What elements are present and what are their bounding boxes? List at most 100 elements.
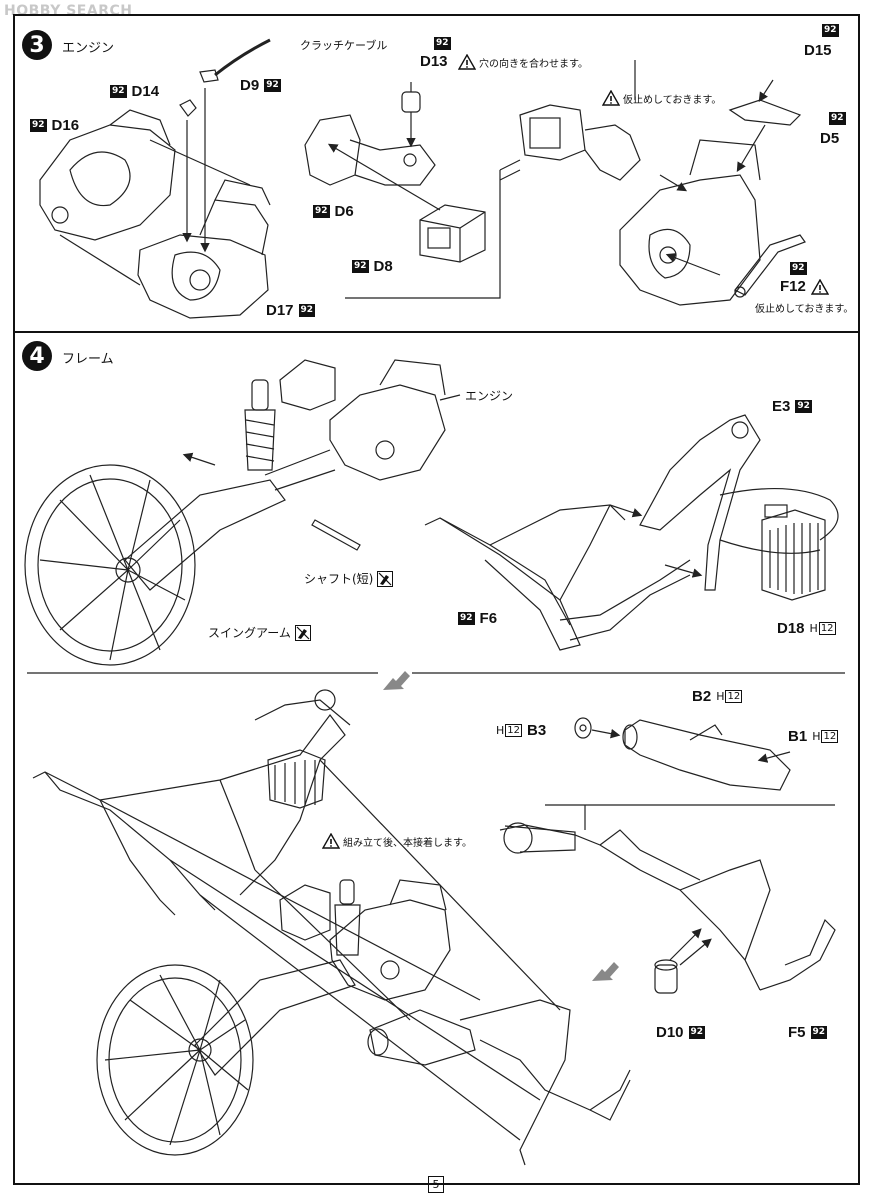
part-label: D18: [777, 620, 805, 637]
engine-step4-top: [279, 359, 446, 481]
note-text: 穴の向きを合わせます。: [479, 58, 588, 70]
part-label: B1: [788, 728, 808, 745]
part-label: D14: [131, 83, 160, 100]
tag: 92: [110, 85, 127, 98]
washer-b3: [574, 717, 592, 739]
part-d10: [654, 959, 678, 994]
muffler-bottom: [367, 1009, 476, 1066]
shaft-short-shape: [311, 519, 361, 551]
part-d13: D13: [420, 53, 448, 70]
part-f5: F5 92: [788, 1024, 828, 1041]
step-4-panel: [13, 331, 860, 1185]
engine-label: エンジン: [465, 389, 514, 403]
step-3-title: エンジン: [62, 41, 115, 56]
frame-assembled-bottom: [32, 689, 351, 916]
part-label: F5: [788, 1024, 806, 1041]
tag: 92: [810, 1026, 828, 1039]
warning-icon: [458, 54, 476, 70]
tag: 92: [264, 79, 281, 92]
flow-arrows: [383, 671, 619, 981]
frame-e3: [639, 414, 761, 591]
label-text: スイングアーム: [208, 626, 291, 640]
part-f6: 92 F6: [458, 610, 497, 627]
rear-wheel-top: [24, 464, 196, 666]
warning-icon: [602, 90, 620, 106]
hole-direction-note: 穴の向きを合わせます。: [458, 54, 588, 70]
step-4-number: 4: [22, 341, 52, 371]
part-d6: 92 D6: [313, 203, 354, 220]
part-d16: 92 D16: [30, 117, 79, 134]
temporary-fix-note-2: 仮止めしておきます。: [755, 300, 853, 315]
tag: 92: [790, 262, 807, 275]
tag: 92: [434, 37, 451, 50]
part-label: D17: [266, 302, 294, 319]
part-d9: D9 92: [240, 77, 281, 94]
glue-icon: [294, 624, 311, 641]
part-label: D16: [51, 117, 80, 134]
part-label: E3: [772, 398, 791, 415]
part-d5: D5: [820, 130, 839, 147]
part-label: D5: [820, 130, 840, 147]
part-d14: 92 D14: [110, 83, 159, 100]
box-d8: [419, 204, 486, 263]
warning-icon: [322, 833, 340, 849]
part-label: D9: [240, 77, 260, 94]
label-text: シャフト(短): [304, 572, 374, 586]
tag: 92: [313, 205, 330, 218]
page-number: 5: [428, 1176, 444, 1193]
part-f12: F12: [780, 278, 829, 295]
clutch-cable-label: クラッチケーブル: [300, 39, 388, 52]
part-d15: D15: [804, 42, 832, 59]
part-d15-tag: 92: [822, 24, 839, 37]
part-label: D15: [804, 42, 832, 59]
note-text: 組み立て後、本接着します。: [343, 837, 472, 849]
note-text: 仮止めしておきます。: [623, 94, 722, 106]
swing-arm-label: スイングアーム: [208, 624, 311, 641]
tag: 92: [458, 612, 475, 625]
frame-f5-bottom-right: [499, 822, 836, 991]
temporary-fix-note-1: 仮止めしておきます。: [602, 90, 721, 106]
part-d10: D10 92: [656, 1024, 706, 1041]
shaft-short-label: シャフト(短): [304, 570, 394, 587]
part-label: B2: [692, 688, 712, 705]
tag: 92: [829, 112, 846, 125]
crankcase-right-d17: [137, 179, 271, 319]
tag: 92: [352, 260, 369, 273]
swing-arm-bottom: [194, 959, 356, 1076]
warning-icon: [810, 278, 829, 295]
clutch-cable-shape: [214, 38, 271, 77]
tag: 92: [795, 400, 812, 413]
swing-arm-top: [124, 479, 286, 591]
note-text: 仮止めしておきます。: [755, 304, 854, 315]
tag: 92: [298, 304, 316, 317]
part-label: D10: [656, 1024, 684, 1041]
part-d13-tag: 92: [434, 37, 451, 50]
engine-assembly-step3: [519, 99, 802, 306]
kick-lever-f12: [734, 234, 806, 296]
tag: 92: [30, 119, 47, 132]
filter-d13: [401, 82, 421, 148]
frame-f6-top: [424, 504, 691, 651]
radiator-d18: [761, 504, 826, 601]
tag: 92: [688, 1026, 706, 1039]
part-label: B3: [527, 722, 547, 739]
part-d5-tag: 92: [829, 112, 846, 125]
part-label: F12: [780, 278, 806, 295]
step-4-title: フレーム: [62, 352, 114, 367]
part-label: D8: [373, 258, 393, 275]
crankcase-left-d16: [39, 109, 176, 241]
part-d17: D17 92: [266, 302, 316, 319]
part-d8: 92 D8: [352, 258, 393, 275]
tag: 92: [822, 24, 839, 37]
rear-wheel-bottom: [96, 964, 254, 1156]
part-label: F6: [479, 610, 498, 627]
